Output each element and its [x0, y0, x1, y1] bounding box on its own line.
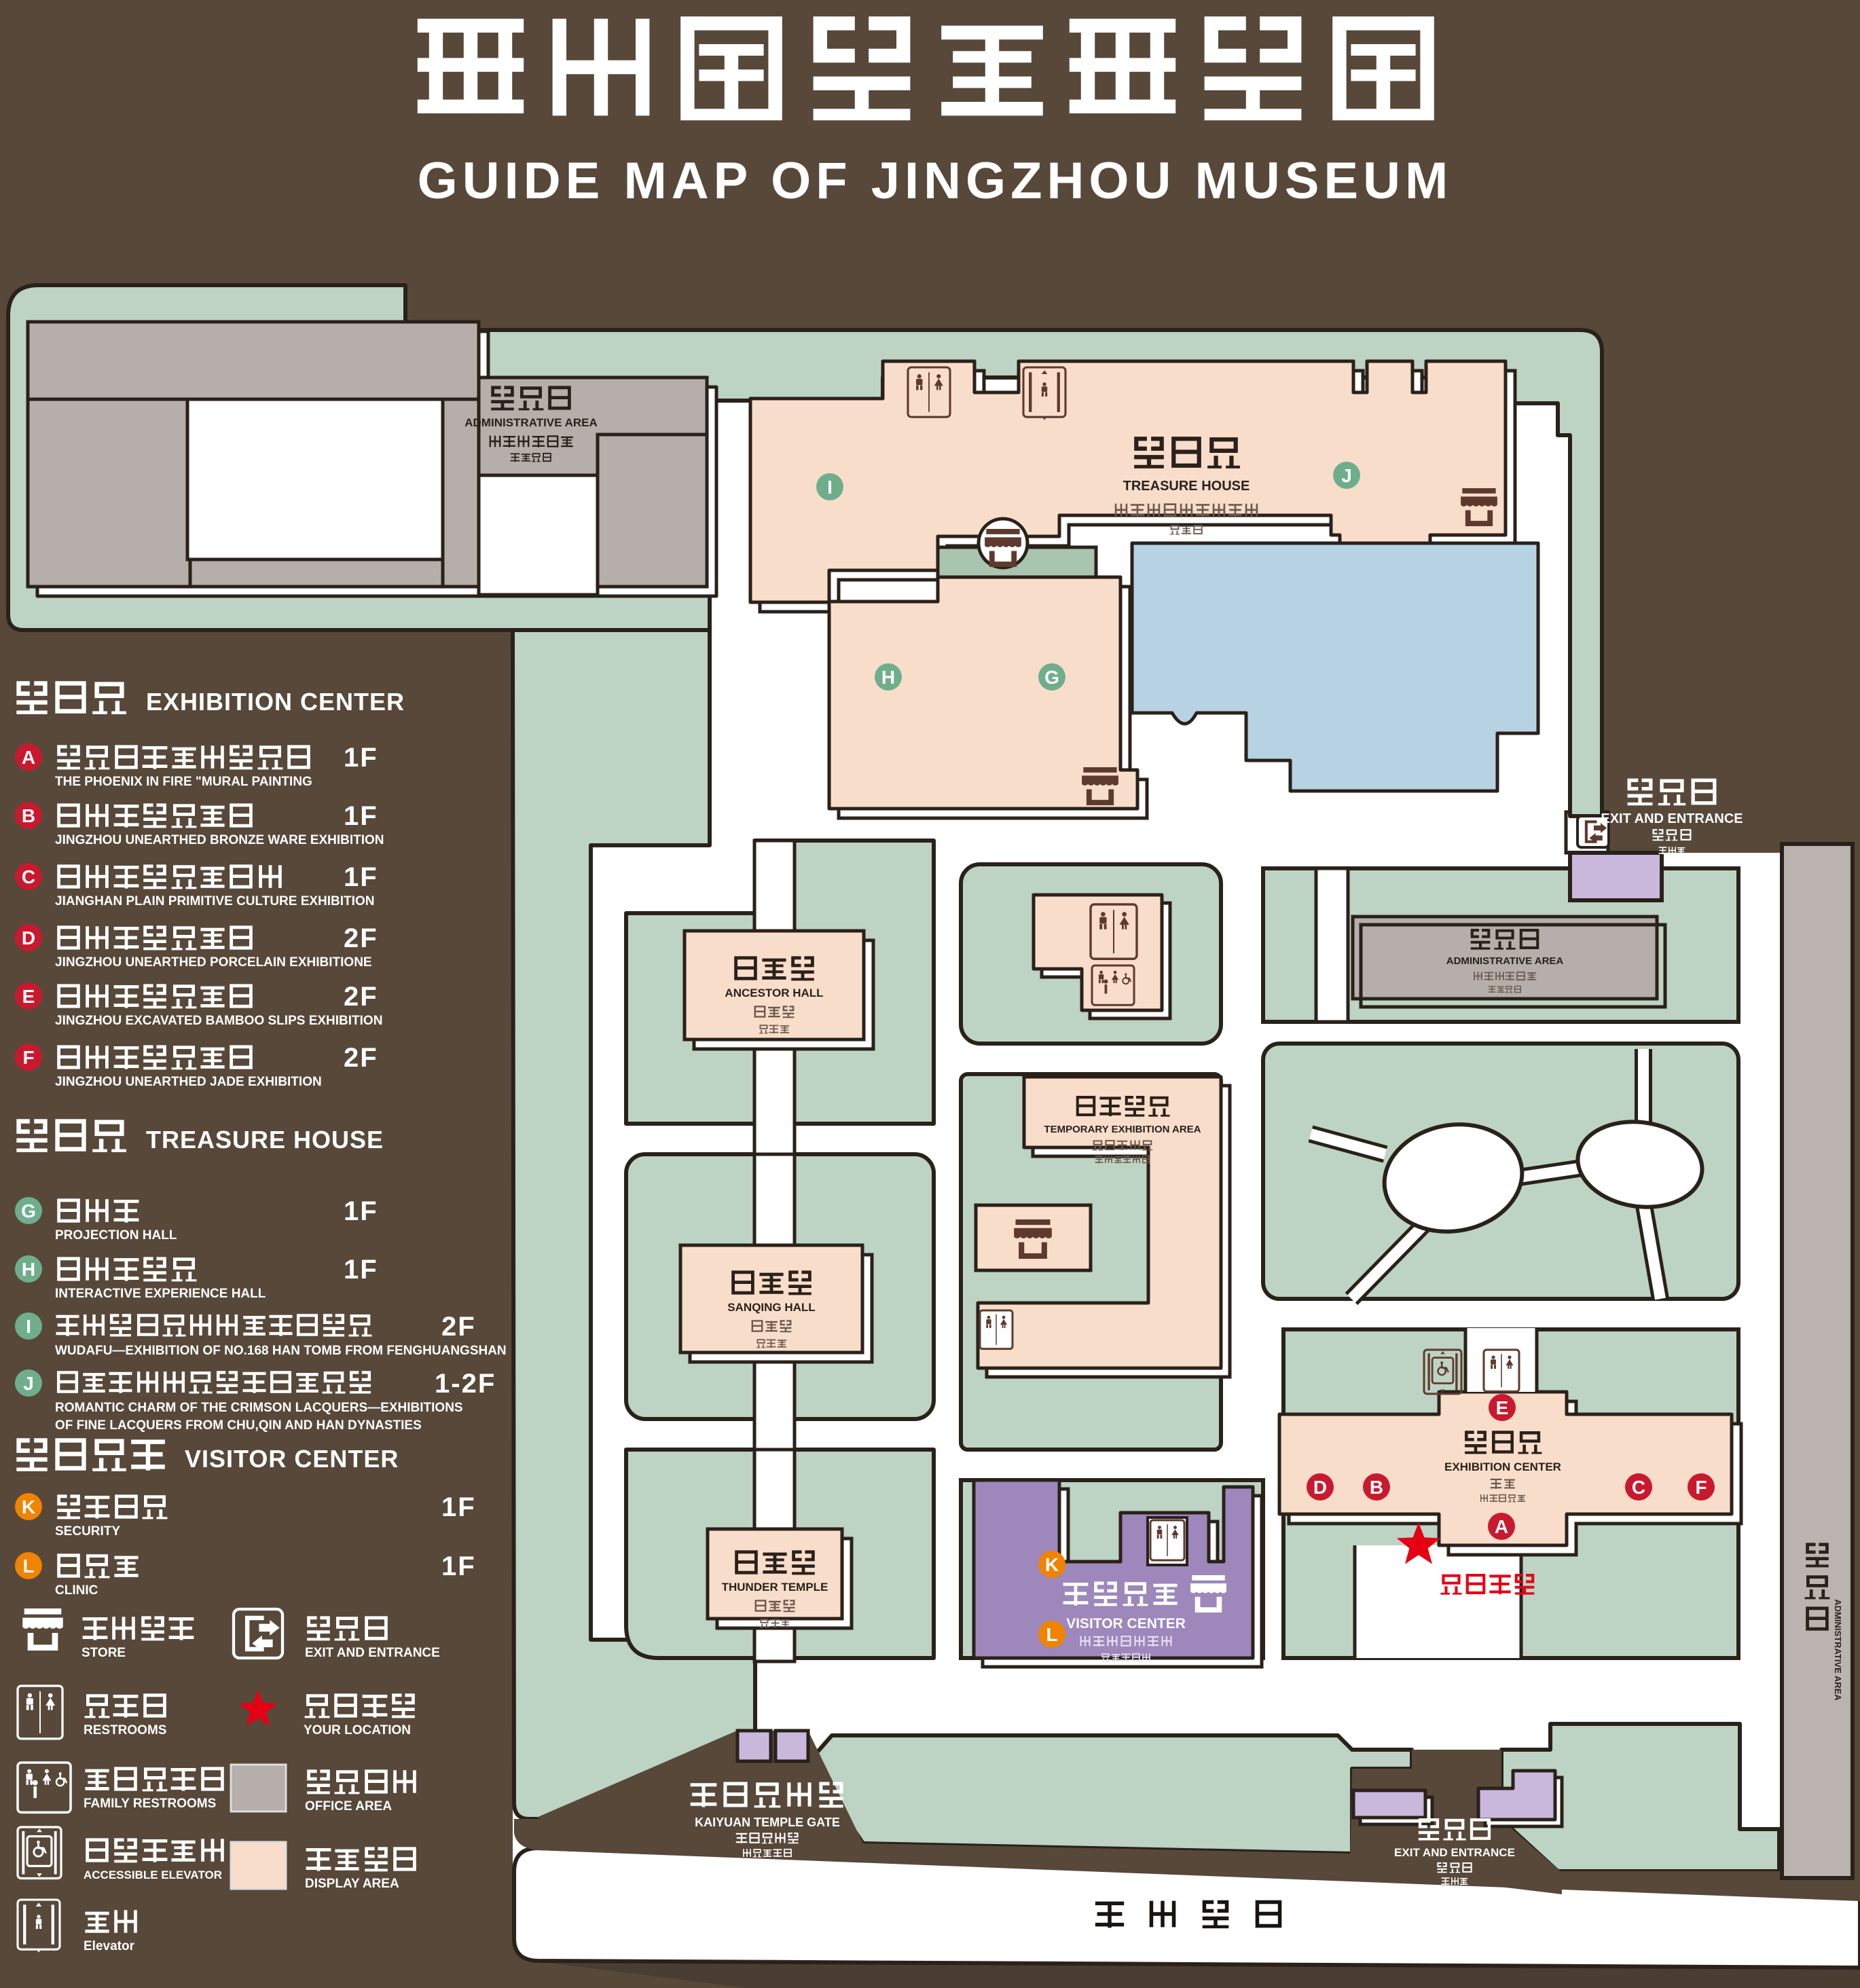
svg-text:TREASURE HOUSE: TREASURE HOUSE — [1123, 479, 1250, 494]
svg-text:DISPLAY AREA: DISPLAY AREA — [305, 1877, 399, 1891]
svg-text:1F: 1F — [344, 1196, 378, 1226]
svg-text:EXHIBITION CENTER: EXHIBITION CENTER — [146, 688, 405, 716]
svg-text:ADMINISTRATIVE AREA: ADMINISTRATIVE AREA — [464, 416, 598, 429]
svg-text:G: G — [1044, 667, 1059, 688]
svg-text:VISITOR CENTER: VISITOR CENTER — [185, 1445, 399, 1473]
svg-text:1F: 1F — [344, 1255, 378, 1285]
svg-text:A: A — [22, 747, 35, 768]
svg-text:ADMINISTRATIVE AREA: ADMINISTRATIVE AREA — [1833, 1599, 1843, 1701]
svg-text:1-2F: 1-2F — [435, 1369, 496, 1399]
svg-text:1F: 1F — [344, 801, 378, 831]
svg-text:TEMPORARY EXHIBITION AREA: TEMPORARY EXHIBITION AREA — [1044, 1124, 1201, 1135]
svg-text:JINGZHOU UNEARTHED BRONZE WARE: JINGZHOU UNEARTHED BRONZE WARE EXHIBITIO… — [55, 833, 384, 847]
svg-text:EXIT AND ENTRANCE: EXIT AND ENTRANCE — [1394, 1846, 1515, 1859]
svg-text:1F: 1F — [441, 1492, 476, 1522]
svg-text:A: A — [1495, 1516, 1508, 1537]
svg-text:KAIYUAN TEMPLE GATE: KAIYUAN TEMPLE GATE — [695, 1816, 840, 1829]
svg-text:WUDAFU—EXHIBITION OF NO.168 HA: WUDAFU—EXHIBITION OF NO.168 HAN TOMB FRO… — [55, 1344, 507, 1358]
svg-text:C: C — [1632, 1477, 1645, 1498]
svg-text:STORE: STORE — [81, 1646, 126, 1660]
svg-text:EXHIBITION CENTER: EXHIBITION CENTER — [1444, 1460, 1561, 1473]
svg-text:ANCESTOR HALL: ANCESTOR HALL — [725, 987, 823, 999]
svg-text:I: I — [827, 477, 833, 498]
svg-text:INTERACTIVE EXPERIENCE HALL: INTERACTIVE EXPERIENCE HALL — [55, 1287, 266, 1301]
svg-text:E: E — [1496, 1397, 1509, 1418]
svg-text:F: F — [1695, 1477, 1707, 1498]
svg-text:D: D — [1313, 1477, 1327, 1498]
svg-text:JIANGHAN PLAIN PRIMITIVE CULTU: JIANGHAN PLAIN PRIMITIVE CULTURE EXHIBIT… — [55, 894, 374, 908]
svg-text:2F: 2F — [344, 923, 378, 953]
svg-text:L: L — [1046, 1624, 1057, 1645]
svg-text:THE PHOENIX IN FIRE "MURAL PAI: THE PHOENIX IN FIRE "MURAL PAINTING — [55, 775, 312, 789]
svg-text:2F: 2F — [344, 982, 378, 1012]
svg-text:K: K — [22, 1496, 35, 1517]
svg-text:THUNDER TEMPLE: THUNDER TEMPLE — [722, 1581, 828, 1594]
svg-text:SECURITY: SECURITY — [55, 1524, 120, 1539]
svg-text:1F: 1F — [344, 743, 378, 773]
svg-text:ADMINISTRATIVE AREA: ADMINISTRATIVE AREA — [1446, 955, 1564, 967]
svg-text:C: C — [22, 866, 35, 887]
svg-text:H: H — [22, 1259, 35, 1280]
svg-text:1F: 1F — [344, 862, 378, 892]
svg-text:JINGZHOU UNEARTHED PORCELAIN E: JINGZHOU UNEARTHED PORCELAIN EXHIBITIONE — [55, 955, 372, 970]
svg-text:F: F — [22, 1047, 34, 1068]
svg-text:TREASURE HOUSE: TREASURE HOUSE — [146, 1126, 384, 1154]
svg-text:D: D — [22, 927, 35, 949]
svg-text:L: L — [22, 1556, 34, 1577]
svg-text:FAMILY RESTROOMS: FAMILY RESTROOMS — [84, 1797, 216, 1811]
svg-text:CLINIC: CLINIC — [55, 1583, 98, 1598]
svg-text:VISITOR CENTER: VISITOR CENTER — [1066, 1616, 1186, 1632]
svg-text:ACCESSIBLE ELEVATOR: ACCESSIBLE ELEVATOR — [84, 1869, 222, 1881]
svg-text:EXIT AND ENTRANCE: EXIT AND ENTRANCE — [1601, 811, 1743, 826]
svg-text:GUIDE MAP OF JINGZHOU MUSEUM: GUIDE MAP OF JINGZHOU MUSEUM — [418, 152, 1453, 210]
svg-text:PROJECTION HALL: PROJECTION HALL — [55, 1228, 177, 1242]
svg-text:Elevator: Elevator — [84, 1939, 135, 1953]
svg-text:B: B — [1370, 1477, 1383, 1498]
svg-text:2F: 2F — [344, 1043, 378, 1073]
svg-text:YOUR LOCATION: YOUR LOCATION — [304, 1723, 411, 1737]
svg-text:JINGZHOU UNEARTHED JADE EXHIBI: JINGZHOU UNEARTHED JADE EXHIBITION — [55, 1075, 322, 1089]
svg-text:JINGZHOU EXCAVATED BAMBOO SLIP: JINGZHOU EXCAVATED BAMBOO SLIPS EXHIBITI… — [55, 1014, 382, 1028]
svg-text:K: K — [1045, 1554, 1059, 1575]
svg-text:B: B — [22, 805, 35, 826]
svg-text:E: E — [22, 986, 35, 1007]
svg-text:G: G — [21, 1200, 36, 1221]
svg-text:OF FINE LACQUERS FROM CHU,QIN: OF FINE LACQUERS FROM CHU,QIN AND HAN DY… — [55, 1418, 422, 1433]
svg-text:EXIT AND ENTRANCE: EXIT AND ENTRANCE — [305, 1646, 440, 1660]
svg-text:SANQING HALL: SANQING HALL — [727, 1301, 815, 1314]
svg-text:ROMANTIC CHARM OF THE CRIMSON: ROMANTIC CHARM OF THE CRIMSON LACQUERS—E… — [55, 1401, 463, 1415]
svg-text:OFFICE AREA: OFFICE AREA — [305, 1799, 392, 1814]
svg-text:I: I — [26, 1316, 31, 1337]
svg-text:J: J — [23, 1373, 34, 1394]
svg-text:2F: 2F — [441, 1312, 476, 1342]
svg-text:1F: 1F — [441, 1551, 476, 1581]
svg-text:H: H — [881, 667, 895, 688]
svg-text:J: J — [1341, 465, 1352, 486]
svg-text:RESTROOMS: RESTROOMS — [84, 1723, 166, 1737]
